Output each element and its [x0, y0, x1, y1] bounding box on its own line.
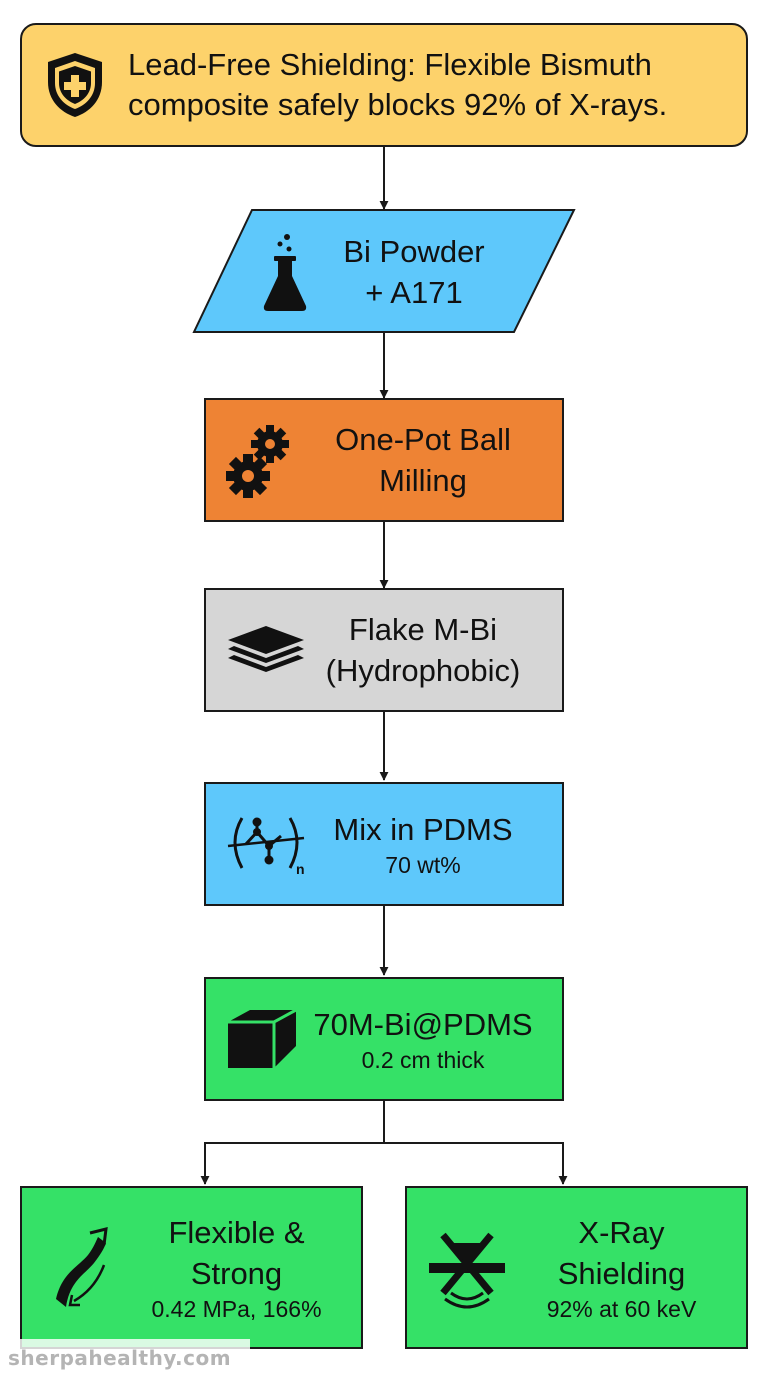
step-mix-pdms: n Mix in PDMS 70 wt%	[204, 782, 564, 906]
step-composite-line-1: 70M-Bi@PDMS	[313, 1006, 533, 1042]
outcome-flexible-line-2: Strong	[190, 1255, 283, 1291]
step-flake-mbi-line-1: Flake M-Bi	[348, 612, 498, 647]
title-line-1: Lead-Free Shielding: Flexible Bismuth	[128, 47, 652, 82]
polymer-subscript: n	[296, 861, 305, 876]
title-banner: Lead-Free Shielding: Flexible Bismuth co…	[20, 23, 748, 147]
outcome-xray-line-1: X-Ray	[578, 1214, 665, 1250]
outcome-flexible-line-3: 0.42 MPa, 166%	[151, 1295, 322, 1322]
outcome-xray-line-3: 92% at 60 keV	[546, 1295, 697, 1322]
step-ball-milling-line-2: Milling	[379, 463, 467, 498]
shield-plus-icon	[48, 53, 102, 117]
watermark: sherpahealthy.com	[0, 1339, 250, 1376]
step-composite: 70M-Bi@PDMS 0.2 cm thick	[204, 977, 564, 1101]
step-ball-milling: One-Pot Ball Milling	[204, 398, 564, 522]
layers-icon	[228, 626, 304, 672]
outcome-flexible-line-1: Flexible &	[168, 1214, 305, 1250]
step-flake-mbi-line-2: (Hydrophobic)	[325, 653, 521, 688]
step-composite-line-2: 0.2 cm thick	[361, 1046, 485, 1073]
step-bi-powder: Bi Powder + A171	[190, 208, 578, 336]
outcome-xray-shielding: X-Ray Shielding 92% at 60 keV	[405, 1186, 748, 1349]
flask-icon	[263, 234, 307, 311]
xray-shield-icon	[429, 1232, 505, 1308]
polymer-chain-icon: n	[227, 817, 305, 876]
flex-strip-icon	[56, 1226, 108, 1307]
step-mix-pdms-line-2: 70 wt%	[385, 851, 461, 878]
step-bi-powder-line-2: + A171	[365, 275, 463, 310]
step-ball-milling-line-1: One-Pot Ball	[335, 422, 511, 457]
outcome-xray-line-2: Shielding	[557, 1255, 686, 1291]
step-mix-pdms-line-1: Mix in PDMS	[333, 811, 513, 847]
outcome-flexible-strong: Flexible & Strong 0.42 MPa, 166%	[20, 1186, 363, 1349]
gears-icon	[226, 425, 289, 498]
cube-icon	[228, 1008, 297, 1068]
title-line-2: composite safely blocks 92% of X-rays.	[128, 87, 668, 122]
step-bi-powder-line-1: Bi Powder	[343, 234, 485, 269]
step-flake-mbi: Flake M-Bi (Hydrophobic)	[204, 588, 564, 712]
